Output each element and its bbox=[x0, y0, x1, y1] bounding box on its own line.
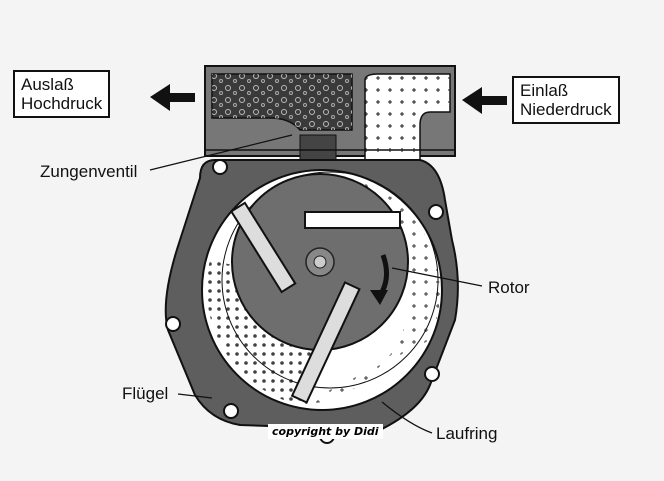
leader-lines bbox=[149, 134, 483, 434]
outlet-sublabel: Hochdruck bbox=[21, 94, 103, 113]
race-ring-label: Laufring bbox=[436, 424, 498, 443]
vane-label: Flügel bbox=[122, 384, 169, 403]
race-ring bbox=[221, 171, 439, 389]
reed-valve-label: Zungenventil bbox=[40, 162, 138, 181]
vane bbox=[290, 281, 361, 404]
copyright-text: copyright by Didi bbox=[268, 424, 383, 439]
outlet-label: Auslaß bbox=[21, 75, 74, 94]
inlet-sublabel: Niederdruck bbox=[520, 100, 612, 119]
vane bbox=[304, 211, 401, 229]
inlet-label-box: Einlaß Niederdruck bbox=[512, 76, 620, 124]
rotor bbox=[229, 173, 409, 404]
vane bbox=[229, 201, 297, 294]
rotor-label: Rotor bbox=[488, 278, 530, 297]
outlet-label-box: Auslaß Hochdruck bbox=[13, 70, 111, 118]
inlet-label: Einlaß bbox=[520, 81, 569, 100]
outlet-arrow-icon bbox=[150, 84, 195, 111]
inlet-arrow-icon bbox=[462, 87, 507, 114]
